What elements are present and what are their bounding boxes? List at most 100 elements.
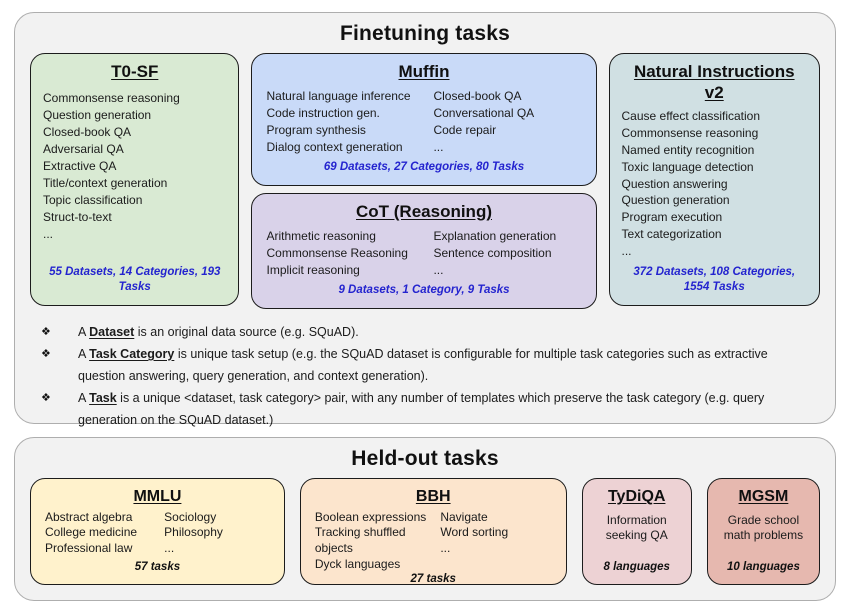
tydiqa-title: TyDiQA xyxy=(607,488,666,505)
t0sf-box: T0-SF Commonsense reasoning Question gen… xyxy=(30,53,240,306)
diamond-bullet-icon: ❖ xyxy=(41,326,51,338)
finetuning-tasks-panel: Finetuning tasks T0-SF Commonsense reaso… xyxy=(14,12,836,427)
list-item: Struct-to-text xyxy=(43,209,112,224)
mmlu-box: MMLU Abstract algebra College medicine P… xyxy=(30,478,285,585)
note-text: A Task is a unique <dataset, task catego… xyxy=(78,387,778,431)
list-item: Conversational QA xyxy=(433,105,535,120)
list-item: Code instruction gen. xyxy=(266,105,380,120)
held-out-tasks-panel: Held-out tasks MMLU Abstract algebra Col… xyxy=(14,437,836,601)
mgsm-stats: 10 languages xyxy=(726,561,800,573)
list-item: Boolean expressions xyxy=(314,509,427,524)
list-item: Sentence composition xyxy=(433,245,552,260)
cot-task-list-right: Explanation generation Sentence composit… xyxy=(433,228,581,279)
muffin-task-list-left: Natural language inference Code instruct… xyxy=(266,88,433,156)
list-item: College medicine xyxy=(45,525,138,540)
list-item: Topic classification xyxy=(43,192,143,207)
note-rest: is unique task setup (e.g. the SQuAD dat… xyxy=(78,347,768,383)
list-item: Word sorting xyxy=(440,525,509,540)
note-term: Dataset xyxy=(89,325,135,339)
note-rest: is a unique <dataset, task category> pai… xyxy=(78,391,765,427)
mgsm-description: Grade school math problems xyxy=(723,512,804,543)
cot-task-list-left: Arithmetic reasoning Commonsense Reasoni… xyxy=(266,228,433,279)
finetuning-columns: T0-SF Commonsense reasoning Question gen… xyxy=(30,53,820,309)
list-item: Abstract algebra xyxy=(45,509,133,524)
bbh-box: BBH Boolean expressions Tracking shuffle… xyxy=(299,478,567,586)
bbh-task-list-left: Boolean expressions Tracking shuffled ob… xyxy=(315,510,440,574)
bbh-stats: 27 tasks xyxy=(410,573,456,586)
cot-task-columns: Arithmetic reasoning Commonsense Reasoni… xyxy=(264,228,583,279)
t0sf-title: T0-SF xyxy=(111,62,159,81)
note-task: ❖ A Task is a unique <dataset, task cate… xyxy=(41,387,815,431)
list-item: ... xyxy=(440,541,451,556)
list-item: Navigate xyxy=(440,509,488,524)
bbh-task-columns: Boolean expressions Tracking shuffled ob… xyxy=(313,510,554,574)
list-item: Question generation xyxy=(43,107,152,122)
list-item: Tracking shuffled objects xyxy=(314,525,406,556)
list-item: Cause effect classification xyxy=(621,109,761,124)
held-out-row: MMLU Abstract algebra College medicine P… xyxy=(30,478,821,586)
note-rest: is an original data source (e.g. SQuAD). xyxy=(134,325,359,339)
t0sf-stats: 55 Datasets, 14 Categories, 193 Tasks xyxy=(49,266,221,294)
mmlu-task-list-right: Sociology Philosophy ... xyxy=(164,510,270,558)
middle-column: Muffin Natural language inference Code i… xyxy=(251,53,597,309)
list-item: Named entity recognition xyxy=(621,143,755,158)
note-prefix: A xyxy=(78,347,90,361)
list-item: ... xyxy=(164,541,175,556)
muffin-stats: 69 Datasets, 27 Categories, 80 Tasks xyxy=(323,160,525,173)
finetuning-panel-title: Finetuning tasks xyxy=(339,22,511,45)
mmlu-stats: 57 tasks xyxy=(134,561,181,573)
diamond-bullet-icon: ❖ xyxy=(41,348,51,360)
list-item: Commonsense Reasoning xyxy=(266,245,408,260)
list-item: Program synthesis xyxy=(266,122,366,137)
list-item: ... xyxy=(433,262,444,277)
list-item: Toxic language detection xyxy=(621,159,754,174)
niv2-stats: 372 Datasets, 108 Categories, 1554 Tasks xyxy=(633,266,796,294)
bbh-title: BBH xyxy=(415,488,451,505)
muffin-title: Muffin xyxy=(398,62,450,81)
note-text: A Task Category is unique task setup (e.… xyxy=(78,343,778,387)
list-item: Closed-book QA xyxy=(433,88,522,103)
list-item: Arithmetic reasoning xyxy=(266,228,376,243)
note-prefix: A xyxy=(78,391,90,405)
note-dataset: ❖ A Dataset is an original data source (… xyxy=(41,321,815,343)
list-item: ... xyxy=(621,243,632,258)
cot-box: CoT (Reasoning) Arithmetic reasoning Com… xyxy=(251,192,597,309)
list-item: Question generation xyxy=(621,193,730,208)
list-item: Dialog context generation xyxy=(266,139,403,154)
list-item: Question answering xyxy=(621,176,728,191)
list-item: Extractive QA xyxy=(43,158,117,173)
cot-stats: 9 Datasets, 1 Category, 9 Tasks xyxy=(338,283,510,296)
list-item: Text categorization xyxy=(621,227,722,242)
list-item: Commonsense reasoning xyxy=(43,90,180,105)
list-item: ... xyxy=(43,226,54,241)
muffin-task-columns: Natural language inference Code instruct… xyxy=(264,88,583,156)
definition-notes: ❖ A Dataset is an original data source (… xyxy=(41,321,815,431)
note-prefix: A xyxy=(78,325,90,339)
list-item: Code repair xyxy=(433,122,497,137)
tydiqa-stats: 8 languages xyxy=(603,561,670,573)
cot-title: CoT (Reasoning) xyxy=(356,201,492,221)
mgsm-title: MGSM xyxy=(738,488,789,505)
held-out-panel-title: Held-out tasks xyxy=(351,447,499,470)
mmlu-title: MMLU xyxy=(133,488,182,505)
mmlu-task-columns: Abstract algebra College medicine Profes… xyxy=(43,510,272,558)
muffin-box: Muffin Natural language inference Code i… xyxy=(251,53,597,186)
note-term: Task xyxy=(89,391,117,405)
list-item: Sociology xyxy=(164,509,217,524)
list-item: Explanation generation xyxy=(433,228,557,243)
note-text: A Dataset is an original data source (e.… xyxy=(78,321,359,343)
list-item: Dyck languages xyxy=(314,557,401,572)
mmlu-task-list-left: Abstract algebra College medicine Profes… xyxy=(45,510,164,558)
list-item: Adversarial QA xyxy=(43,141,124,156)
list-item: Commonsense reasoning xyxy=(621,126,759,141)
niv2-box: Natural Instructions v2 Cause effect cla… xyxy=(608,53,820,306)
muffin-task-list-right: Closed-book QA Conversational QA Code re… xyxy=(433,88,581,156)
mgsm-box: MGSM Grade school math problems 10 langu… xyxy=(706,478,821,585)
bbh-task-list-right: Navigate Word sorting ... xyxy=(440,510,551,574)
list-item: Title/context generation xyxy=(43,175,168,190)
diamond-bullet-icon: ❖ xyxy=(41,392,51,404)
note-term: Task Category xyxy=(89,347,175,361)
t0sf-task-list: Commonsense reasoning Question generatio… xyxy=(43,90,226,243)
list-item: Natural language inference xyxy=(266,88,411,103)
tydiqa-box: TyDiQA Information seeking QA 8 language… xyxy=(581,478,692,585)
